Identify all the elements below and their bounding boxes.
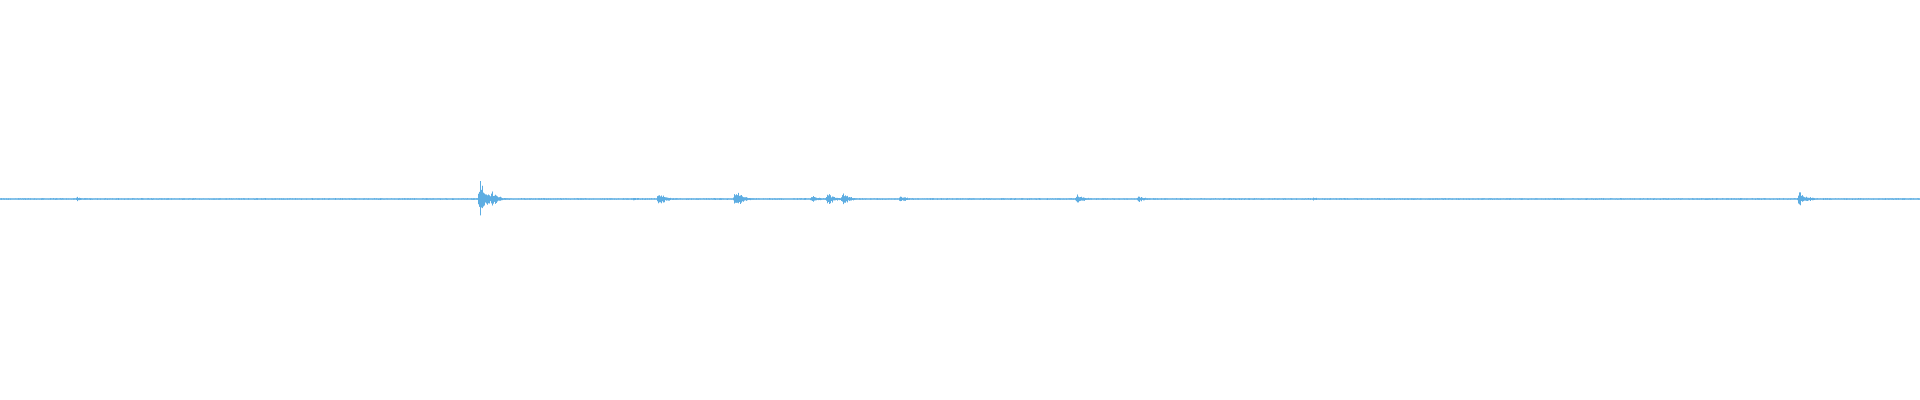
waveform-trace — [0, 180, 1920, 216]
waveform-samples — [0, 180, 1920, 216]
